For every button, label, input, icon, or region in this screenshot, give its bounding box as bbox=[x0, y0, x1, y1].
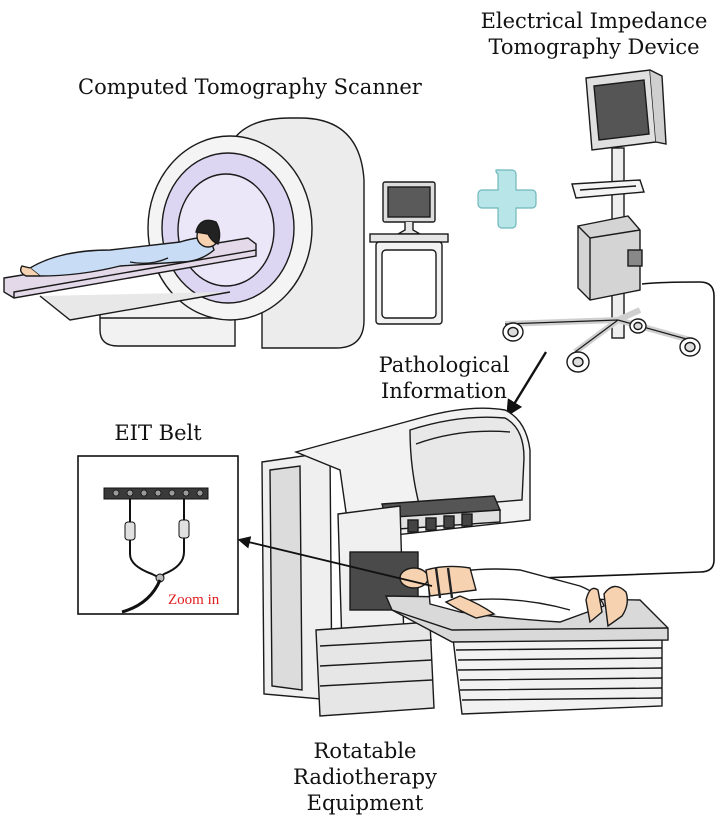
radiotherapy-label: Rotatable Radiotherapy Equipment bbox=[290, 738, 440, 816]
pathological-label-line1: Pathological bbox=[378, 353, 510, 377]
ct-scanner-label: Computed Tomography Scanner bbox=[78, 75, 422, 99]
eit-belt-zoom-box bbox=[77, 455, 239, 615]
belt-cable bbox=[121, 579, 162, 614]
ct-console bbox=[369, 181, 449, 325]
eit-device-label-line1: Electrical Impedance bbox=[480, 9, 708, 33]
plus-icon bbox=[477, 169, 537, 229]
rt-head bbox=[409, 416, 525, 509]
eit-device bbox=[502, 69, 701, 373]
rt-patient-feet bbox=[585, 587, 603, 624]
rt-couch-base bbox=[451, 629, 663, 715]
radiotherapy-equipment bbox=[261, 407, 669, 717]
eit-device-label: Electrical Impedance Tomography Device bbox=[476, 8, 712, 60]
pathological-info-label: Pathological Information bbox=[376, 352, 512, 404]
pathological-label-line2: Information bbox=[380, 379, 508, 403]
eit-wheels bbox=[502, 318, 701, 373]
belt-wires bbox=[129, 499, 185, 579]
eit-base bbox=[504, 307, 691, 355]
arrow-icon bbox=[506, 351, 548, 417]
ct-bore bbox=[177, 173, 275, 287]
ct-patient-body bbox=[28, 236, 215, 277]
zoom-in-label: Zoom in bbox=[168, 592, 220, 608]
radiotherapy-label-line2: Radiotherapy bbox=[293, 765, 437, 789]
radiotherapy-label-line1: Rotatable bbox=[313, 739, 417, 763]
zoom-arrow-icon bbox=[237, 536, 433, 587]
console-desk bbox=[369, 233, 449, 243]
radiotherapy-label-line3: Equipment bbox=[306, 791, 424, 815]
eit-cable bbox=[485, 281, 715, 581]
rt-eit-belt bbox=[434, 567, 454, 599]
rt-base bbox=[315, 621, 435, 717]
ct-scanner bbox=[3, 117, 365, 349]
rt-patient-head bbox=[399, 567, 429, 589]
eit-device-label-line2: Tomography Device bbox=[488, 35, 700, 59]
eit-belt-label: EIT Belt bbox=[114, 421, 202, 445]
